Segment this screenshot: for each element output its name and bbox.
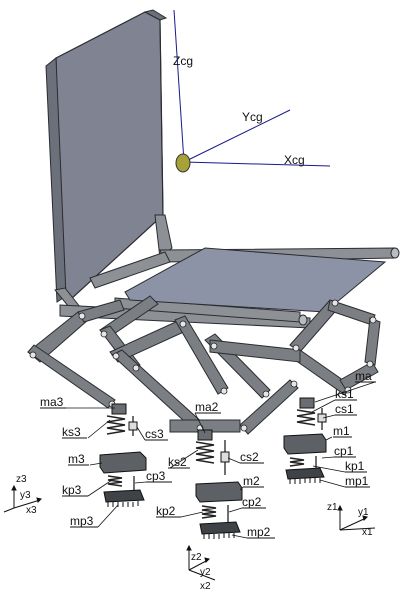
label-ks1: ks1 <box>335 387 354 401</box>
label-ma3: ma3 <box>40 395 64 409</box>
axis-label-x3: x3 <box>26 505 37 516</box>
leg1-suspension <box>283 397 327 484</box>
label-ma2: ma2 <box>195 400 219 414</box>
axis-label-x1: x1 <box>362 527 373 538</box>
axis-label-y1: y1 <box>358 507 369 518</box>
label-cs3: cs3 <box>145 427 164 441</box>
label-ma: ma <box>355 369 372 383</box>
label-m1: m1 <box>333 424 350 438</box>
label-mp2: mp2 <box>247 525 271 539</box>
leg2-suspension <box>195 429 243 539</box>
label-kp3: kp3 <box>62 483 82 497</box>
axis-label-ycg: Ycg <box>242 110 263 124</box>
label-cp2: cp2 <box>242 495 262 509</box>
label-cs1: cs1 <box>335 402 354 416</box>
label-cs2: cs2 <box>240 450 259 464</box>
label-kp2: kp2 <box>156 504 176 518</box>
leg3-suspension <box>99 403 147 507</box>
leg3-axes <box>3 484 42 513</box>
label-ks3: ks3 <box>62 425 81 439</box>
label-ks2: ks2 <box>168 455 187 469</box>
pivot-pins <box>29 299 377 432</box>
axis-label-y2: y2 <box>200 567 211 578</box>
leg2-axes <box>186 544 216 581</box>
axis-label-z3: z3 <box>16 474 27 485</box>
label-mp1: mp1 <box>345 474 369 488</box>
axis-label-x2: x2 <box>200 581 211 592</box>
label-m3: m3 <box>68 452 85 466</box>
leg-linkages <box>27 295 381 435</box>
leader-lines <box>40 381 376 539</box>
cog-marker-icon <box>175 153 191 173</box>
axis-label-y3: y3 <box>20 490 31 501</box>
axis-label-zcg: Zcg <box>173 54 193 68</box>
seat-pan <box>124 247 387 313</box>
cog-axes: Zcg Ycg Xcg <box>173 9 331 173</box>
label-m2: m2 <box>243 474 260 488</box>
axis-label-z1: z1 <box>327 502 338 513</box>
axis-label-z2: z2 <box>191 552 202 563</box>
component-labels: ma ks1 cs1 m1 cp1 kp1 mp1 ma3 ks3 cs3 m3… <box>40 369 376 539</box>
label-cp3: cp3 <box>146 469 166 483</box>
axis-label-xcg: Xcg <box>284 153 305 167</box>
label-cp1: cp1 <box>334 444 354 458</box>
leg1-axes <box>337 504 376 531</box>
label-kp1: kp1 <box>345 459 365 473</box>
label-mp3: mp3 <box>70 514 94 528</box>
